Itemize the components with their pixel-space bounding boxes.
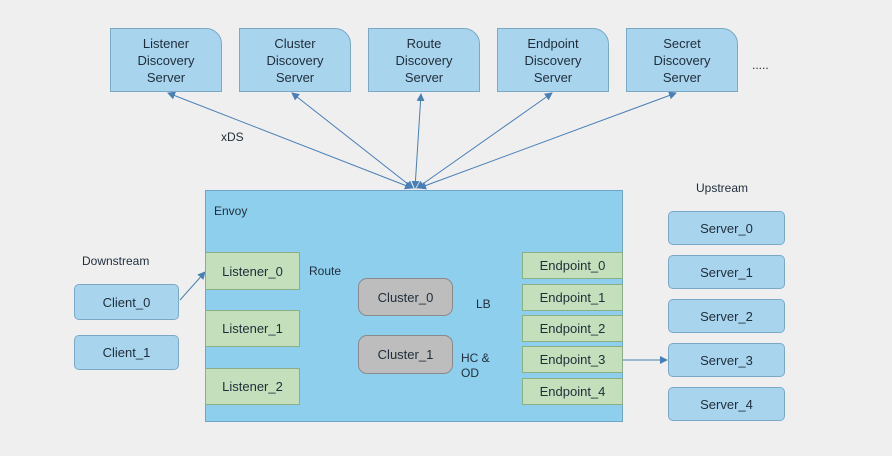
lb-label: LB	[476, 297, 491, 311]
endpoint-4: Endpoint_4	[522, 378, 623, 405]
server-3: Server_3	[668, 343, 785, 377]
endpoint-discovery-server: Endpoint Discovery Server	[497, 28, 609, 92]
more-servers-ellipsis: .....	[752, 58, 769, 72]
client-to-listener-arrow	[179, 271, 206, 301]
upstream-label: Upstream	[696, 181, 749, 195]
xds-arrow-route	[411, 93, 425, 189]
xds-arrow-endpoint	[416, 92, 553, 189]
endpoint-2: Endpoint_2	[522, 315, 623, 342]
listener-0: Listener_0	[205, 252, 300, 290]
endpoint-0: Endpoint_0	[522, 252, 623, 279]
secret-discovery-server: Secret Discovery Server	[626, 28, 738, 92]
xds-arrow-cluster	[291, 92, 414, 189]
cluster-1: Cluster_1	[358, 335, 453, 374]
downstream-label: Downstream	[82, 254, 150, 268]
route-label: Route	[309, 264, 342, 278]
envoy-label: Envoy	[214, 204, 248, 218]
endpoint-3: Endpoint_3	[522, 346, 623, 373]
endpoint-1: Endpoint_1	[522, 284, 623, 311]
listener-1: Listener_1	[205, 310, 300, 347]
cluster-0: Cluster_0	[358, 278, 453, 316]
server-0: Server_0	[668, 211, 785, 245]
client-1: Client_1	[74, 335, 179, 370]
listener-discovery-server: Listener Discovery Server	[110, 28, 222, 92]
hc-od-label: HC & OD	[461, 351, 490, 380]
route-discovery-server: Route Discovery Server	[368, 28, 480, 92]
listener-2: Listener_2	[205, 368, 300, 405]
client-0: Client_0	[74, 284, 179, 320]
xds-arrow-listener	[167, 91, 413, 190]
server-4: Server_4	[668, 387, 785, 421]
xds-label: xDS	[221, 130, 244, 144]
cluster-discovery-server: Cluster Discovery Server	[239, 28, 351, 92]
server-2: Server_2	[668, 299, 785, 333]
xds-arrow-secret	[418, 91, 677, 190]
server-1: Server_1	[668, 255, 785, 289]
